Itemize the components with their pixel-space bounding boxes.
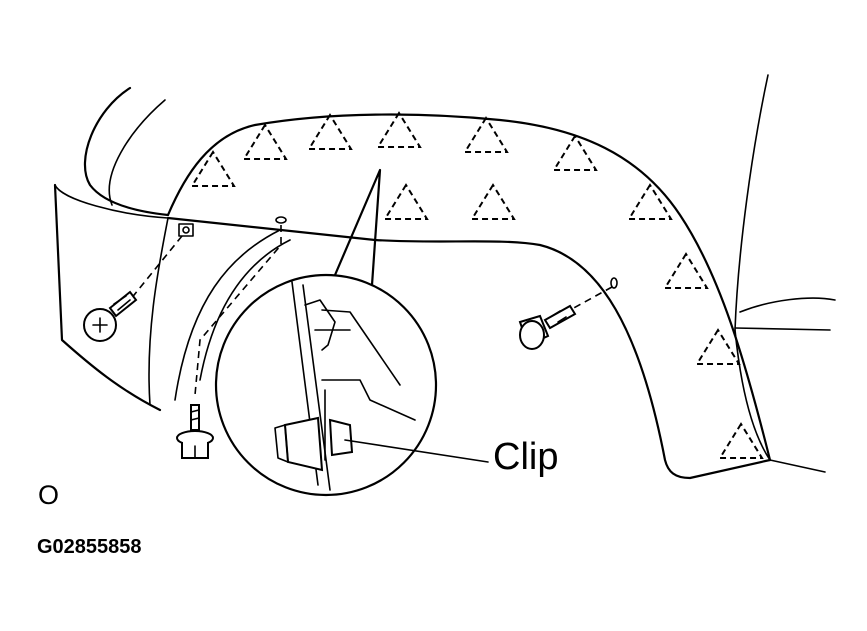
dashed-triangle-icon (307, 113, 353, 150)
mounting-holes (178, 216, 618, 289)
dashed-triangle-icon (242, 123, 288, 160)
clip-detail-callout (214, 168, 489, 497)
screw-icon (83, 290, 138, 342)
dashed-triangle-icon (463, 116, 509, 153)
install-lines (129, 225, 613, 396)
body-panel (734, 74, 836, 473)
figure-id: G02855858 (37, 536, 142, 558)
dashed-triangle-icon (376, 111, 422, 148)
clip-label: Clip (493, 436, 559, 478)
dashed-triangle-icon (190, 150, 236, 187)
flange-bolt-icon (176, 404, 214, 459)
dashed-triangle-icon (552, 134, 598, 171)
clip-markers (190, 111, 764, 459)
view-label: O (38, 480, 60, 510)
dashed-triangle-icon (718, 422, 764, 459)
dashed-triangle-icon (383, 183, 429, 220)
screw-icon (518, 304, 577, 350)
dashed-triangle-icon (470, 183, 516, 220)
wheel-liner (174, 229, 291, 401)
dashed-triangle-icon (663, 252, 709, 289)
bumper-outline (53, 86, 170, 412)
dashed-triangle-icon (627, 183, 673, 220)
dashed-triangle-icon (695, 328, 741, 365)
fender-flare (166, 113, 772, 480)
